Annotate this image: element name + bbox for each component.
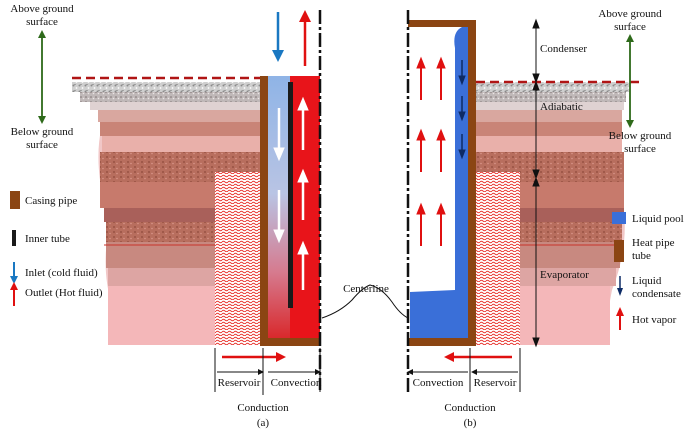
red-up-arrow-icon [10, 282, 18, 306]
inner-tube-a [288, 82, 293, 308]
condensate-arrows [458, 60, 466, 160]
convection-label-a: Convection [271, 377, 322, 389]
reservoir-zone-b [476, 172, 520, 345]
liquid-condensate-film [410, 27, 468, 338]
legend-label: Inner tube [25, 233, 70, 245]
conduction-label-b: Conduction [444, 402, 496, 414]
conduction-label-a: Conduction [237, 402, 289, 414]
heat-arrow-b [444, 352, 512, 362]
ground-level-arrow-a [38, 30, 46, 124]
inner-tube-icon [12, 230, 16, 246]
caption-a: (a) [257, 417, 270, 429]
casing-pipe-icon [10, 191, 20, 209]
convection-label-b: Convection [413, 377, 464, 389]
ground-level-arrow-b [626, 34, 634, 128]
red-up-arrow-icon [616, 307, 624, 330]
inlet-arrow-top [272, 12, 284, 62]
zone-dimension-line [532, 18, 540, 348]
reservoir-label-a: Reservoir [218, 377, 261, 389]
casing-pipe-a [260, 76, 320, 346]
legend-label: Casing pipe [25, 195, 77, 207]
blue-down-arrow-icon [10, 262, 18, 284]
legend-label: Hot vapor [632, 314, 677, 326]
zone-condenser: Condenser [540, 43, 587, 55]
heat-label-a: +Q [288, 352, 302, 364]
outlet-arrow-top [299, 10, 311, 66]
heat-pipe-tube-icon [614, 240, 624, 262]
liquid-pool-icon [612, 212, 626, 224]
caption-b: (b) [464, 417, 477, 429]
navy-down-arrow-icon [617, 276, 623, 296]
legend-label: Outlet (Hot fluid) [25, 287, 103, 299]
legend-a: Casing pipe Inner tube Inlet (cold fluid… [10, 191, 103, 306]
centerline-curve [321, 284, 409, 319]
dimension-lines-b [407, 348, 521, 392]
heat-label-b: +Q [420, 352, 434, 364]
zone-adiabatic: Adiabatic [540, 101, 583, 113]
reservoir-zone-a [215, 172, 260, 345]
white-up-arrows [297, 96, 309, 290]
reservoir-label-b: Reservoir [474, 377, 517, 389]
hot-vapor-arrows [416, 56, 446, 246]
heat-arrow-a [222, 352, 286, 362]
white-down-arrows [273, 108, 285, 244]
legend-label: Liquid pool [632, 213, 684, 225]
centerline-label: Centerline [343, 283, 389, 295]
dimension-lines-a [214, 348, 321, 395]
zone-evaporator: Evaporator [540, 269, 589, 281]
legend-label: Inlet (cold fluid) [25, 267, 98, 279]
